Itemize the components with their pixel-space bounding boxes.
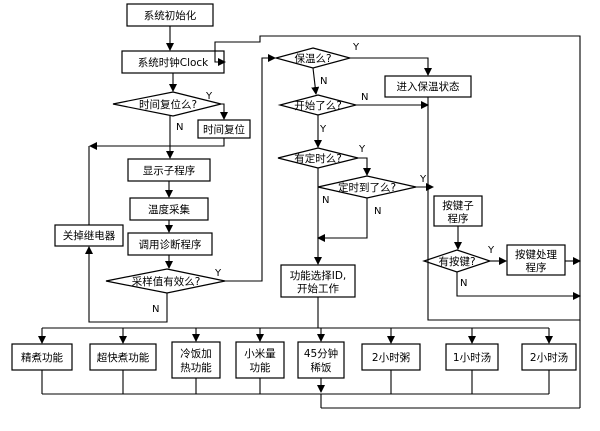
svg-text:时间复位: 时间复位	[203, 123, 245, 136]
connectors-middle	[214, 35, 581, 321]
svg-text:2小时汤: 2小时汤	[530, 351, 568, 364]
svg-text:Y: Y	[214, 268, 222, 279]
branch-labels: Y N Y N Y N N Y Y N Y N Y N	[152, 42, 495, 315]
svg-text:系统时钟Clock: 系统时钟Clock	[138, 56, 209, 69]
svg-text:Y: Y	[352, 42, 360, 53]
node-call-diagnosis: 调用诊断程序	[127, 232, 213, 256]
function-45min-porridge: 45分钟 稀饭	[297, 341, 345, 379]
svg-text:有定时么?: 有定时么?	[294, 152, 342, 165]
node-function-select: 功能选择ID, 开始工作	[280, 264, 356, 298]
connectors-left	[85, 26, 276, 323]
svg-text:Y: Y	[358, 144, 366, 155]
svg-text:程序: 程序	[448, 212, 469, 225]
svg-text:关掉继电器: 关掉继电器	[63, 229, 116, 242]
svg-text:Y: Y	[419, 174, 427, 185]
svg-text:1小时汤: 1小时汤	[453, 351, 491, 364]
svg-text:按键子: 按键子	[442, 199, 474, 212]
function-small-rice: 小米量 功能	[235, 341, 285, 379]
svg-text:时间复位么?: 时间复位么?	[139, 98, 197, 111]
function-fine-cook: 精煮功能	[11, 343, 73, 371]
svg-text:冷饭加: 冷饭加	[180, 347, 212, 360]
svg-text:调用诊断程序: 调用诊断程序	[139, 238, 202, 251]
node-clock: 系统时钟Clock	[121, 50, 225, 74]
node-started-decision: 开始了么?	[277, 94, 359, 116]
node-display: 显示子程序	[127, 158, 211, 182]
svg-text:N: N	[374, 206, 381, 217]
svg-text:N: N	[152, 304, 159, 315]
svg-text:稀饭: 稀饭	[311, 361, 332, 374]
svg-text:精煮功能: 精煮功能	[21, 351, 63, 364]
svg-text:有按键?: 有按键?	[438, 255, 475, 268]
svg-text:45分钟: 45分钟	[304, 347, 338, 360]
function-super-fast: 超快煮功能	[89, 343, 157, 371]
node-key-process: 按键处理 程序	[506, 244, 566, 276]
connectors-functions	[38, 297, 581, 409]
svg-text:定时到了么?: 定时到了么?	[338, 181, 396, 194]
node-keep-warm-state: 进入保温状态	[384, 75, 472, 98]
node-keep-warm-decision: 保温么?	[273, 47, 353, 69]
node-key-sub: 按键子 程序	[433, 195, 483, 227]
svg-text:开始了么?: 开始了么?	[294, 99, 342, 112]
node-time-reset-decision: 时间复位么?	[112, 91, 222, 117]
function-2h-soup: 2小时汤	[521, 343, 577, 371]
node-time-up-decision: 定时到了么?	[317, 175, 417, 199]
svg-text:Y: Y	[487, 245, 495, 256]
svg-text:采样值有效么?: 采样值有效么?	[132, 275, 201, 288]
svg-text:开始工作: 开始工作	[297, 282, 339, 295]
svg-text:N: N	[322, 195, 329, 206]
svg-text:程序: 程序	[526, 261, 547, 274]
svg-text:系统初始化: 系统初始化	[144, 9, 197, 22]
function-1h-soup: 1小时汤	[445, 343, 499, 371]
svg-text:功能: 功能	[250, 361, 271, 374]
svg-text:温度采集: 温度采集	[148, 203, 190, 216]
svg-text:N: N	[320, 76, 327, 87]
svg-text:超快煮功能: 超快煮功能	[97, 351, 150, 364]
svg-text:2小时粥: 2小时粥	[372, 352, 410, 364]
function-reheat: 冷饭加 热功能	[171, 341, 221, 379]
svg-text:显示子程序: 显示子程序	[143, 164, 196, 177]
connectors-right	[454, 226, 581, 300]
svg-text:进入保温状态: 进入保温状态	[397, 80, 460, 93]
svg-text:N: N	[460, 278, 467, 289]
svg-text:Y: Y	[205, 91, 213, 102]
svg-text:N: N	[361, 92, 368, 103]
svg-text:保温么?: 保温么?	[294, 52, 331, 65]
svg-text:按键处理: 按键处理	[515, 248, 557, 261]
node-temperature: 温度采集	[129, 197, 209, 221]
svg-text:Y: Y	[319, 124, 327, 135]
node-relay: 关掉继电器	[54, 224, 124, 247]
svg-text:功能选择ID,: 功能选择ID,	[290, 269, 347, 282]
svg-text:N: N	[176, 122, 183, 133]
node-init: 系统初始化	[126, 3, 214, 27]
function-2h-congee: 2小时粥	[361, 343, 421, 371]
node-timer-decision: 有定时么?	[277, 147, 359, 169]
node-has-key-decision: 有按键?	[422, 249, 492, 273]
node-sample-decision: 采样值有效么?	[105, 268, 226, 294]
svg-text:小米量: 小米量	[244, 347, 276, 360]
svg-text:热功能: 热功能	[180, 361, 212, 374]
node-time-reset: 时间复位	[197, 119, 251, 139]
